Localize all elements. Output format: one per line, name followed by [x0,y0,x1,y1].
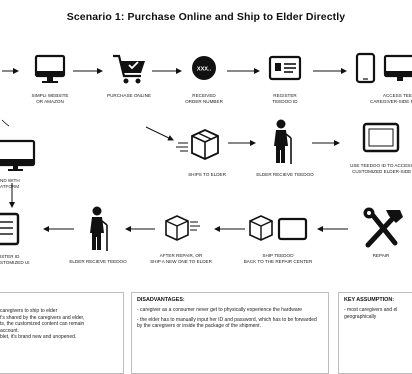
step-label-register: REGISTER TEEDOO ID [272,93,298,104]
flow-arrow [145,126,174,141]
step-label-website: SIMPLI WEBSITE OR AMAZON [31,93,69,104]
step-label-ships: SHIPS TO ELDER [188,172,226,177]
desktop-icon [383,54,412,81]
svg-text:XXX..: XXX.. [197,66,212,72]
disadvantages-panel: DISADVANTAGES: - caregiver as a consumer… [131,292,329,374]
diagram-title: Scenario 1: Purchase Online and Ship to … [66,11,346,23]
step-label-received: RECEIVED ORDER NUMBER [185,93,223,104]
step-label-elder-receive-1: ELDER RECIEVE TEEDOO [256,172,314,177]
step-label-purchase: PURCHASE ONLINE [107,93,151,98]
tablet-icon [362,122,400,153]
advantages-text: caregivers to ship to elder t's shared b… [0,308,85,341]
order-number-icon: XXX.. [192,56,216,80]
step-label-after-repair: AFTER REPAIR, OR SHIP A NEW ONE TO ELDER [150,253,212,264]
step-label-repair: REPAIR [372,253,390,258]
package-icon [176,129,219,160]
assumption-heading: KEY ASSUMPTION: [344,297,395,303]
step-label-register-id: ISTER ID STOMIZED UI [0,254,30,265]
elder-cane-icon [274,119,292,164]
assumption-text: - most caregivers and el geographically [344,307,398,320]
advantages-panel: caregivers to ship to elder t's shared b… [0,292,124,374]
step-label-use-id: USE TEEDOO ID TO ACCESS CUSTOMIZED ELDER… [350,163,412,174]
step-label-access: ACCESS TEEDOO CAREGIVER-SIDE PLATFORM [370,93,412,104]
tools-icon [363,207,403,248]
disadvantages-heading: DISADVANTAGES: [137,297,185,303]
tablet-icon [277,217,308,241]
flow-arrow [1,119,10,127]
elder-cane-icon [90,206,108,251]
id-card-icon [268,55,302,81]
step-label-with-platform: ND WITH ATFORM [0,178,20,189]
disadvantages-line: - caregiver as a consumer never get to p… [137,307,303,313]
desktop-icon [34,54,66,83]
assumption-panel: KEY ASSUMPTION: - most caregivers and el… [338,292,412,374]
package-icon [165,215,200,241]
step-label-ship-back: SHIP TEEDOO BACK TO THE REPAIR CENTER [243,253,313,264]
step-label-elder-receive-2: ELDER RECIEVE TEEDOO [69,259,127,264]
package-icon [249,215,273,241]
cart-check-icon [113,54,145,84]
disadvantages-line: - the elder has to manually input her ID… [137,316,317,330]
flow-diagram: XXX.. [0,52,412,251]
phone-icon [355,52,376,84]
monitor-icon [0,139,36,171]
tablet-icon [0,212,20,246]
